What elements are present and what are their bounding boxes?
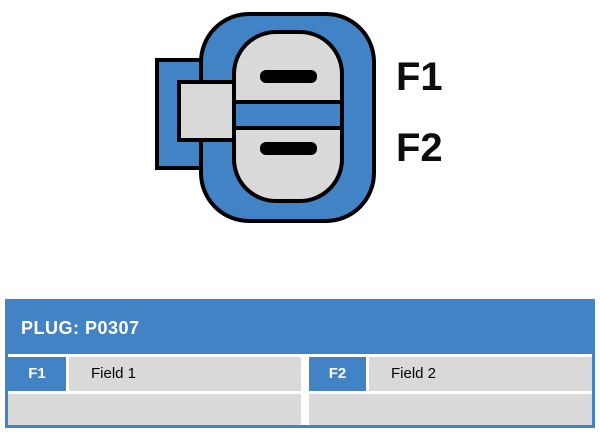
terminal-id-cell-f2: F2 xyxy=(309,357,366,391)
empty-cell-right xyxy=(309,394,592,425)
terminal-id-cell-f1: F1 xyxy=(8,357,66,391)
empty-cell-left xyxy=(8,394,301,425)
connector-divider-band xyxy=(236,100,340,130)
connector-key-slot xyxy=(177,80,236,142)
pin-label-f1: F1 xyxy=(396,55,443,99)
terminal-name-cell-f2: Field 2 xyxy=(369,357,592,391)
terminal-blade-f2-icon xyxy=(260,142,317,155)
terminal-blade-f1-icon xyxy=(260,70,317,83)
terminal-name-cell-f1: Field 1 xyxy=(69,357,301,391)
pin-label-f2: F2 xyxy=(396,126,443,170)
plug-table: PLUG: P0307 F1 Field 1 F2 Field 2 xyxy=(5,299,595,428)
plug-table-header: PLUG: P0307 xyxy=(8,302,592,354)
